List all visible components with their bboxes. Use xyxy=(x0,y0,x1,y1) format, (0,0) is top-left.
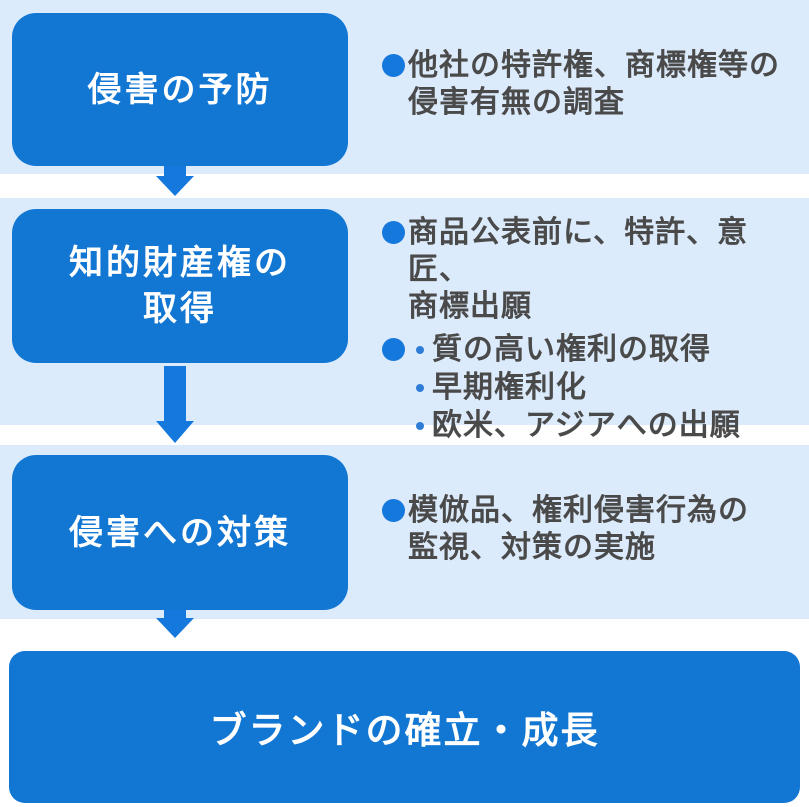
bullet-item-text: 質の高い権利の取得 早期権利化 欧米、アジアへの出願 xyxy=(408,331,741,445)
step-details-prevention: 他社の特許権、商標権等の 侵害有無の調査 xyxy=(382,47,802,121)
text-line: 欧米、アジアへの出願 xyxy=(432,409,741,442)
sub-item: 欧米、アジアへの出願 xyxy=(408,407,741,445)
step-box-prevention: 侵害の予防 xyxy=(12,13,348,166)
bullet-item: 質の高い権利の取得 早期権利化 欧米、アジアへの出願 xyxy=(382,331,802,445)
bullet-icon xyxy=(382,338,405,361)
step-title-line: 取得 xyxy=(143,290,217,328)
step-box-countermeasure: 侵害への対策 xyxy=(12,455,348,610)
text-line: 商品公表前に、特許、意匠、 xyxy=(408,216,749,286)
sub-item: 質の高い権利の取得 xyxy=(408,331,741,369)
bullet-item-text: 他社の特許権、商標権等の 侵害有無の調査 xyxy=(408,47,780,121)
down-arrow-icon xyxy=(156,366,194,443)
text-line: 商標出願 xyxy=(408,290,532,323)
bullet-item: 他社の特許権、商標権等の 侵害有無の調査 xyxy=(382,47,802,121)
dot-icon xyxy=(416,422,424,430)
bullet-item: 模倣品、権利侵害行為の 監視、対策の実施 xyxy=(382,492,802,566)
bullet-item-text: 模倣品、権利侵害行為の 監視、対策の実施 xyxy=(408,492,749,566)
down-arrow-icon xyxy=(156,166,194,196)
bullet-item: 商品公表前に、特許、意匠、 商標出願 xyxy=(382,214,802,325)
step-details-countermeasure: 模倣品、権利侵害行為の 監視、対策の実施 xyxy=(382,492,802,566)
text-line: 質の高い権利の取得 xyxy=(432,333,711,366)
sub-item: 早期権利化 xyxy=(408,369,741,407)
text-line: 模倣品、権利侵害行為の xyxy=(408,494,749,527)
text-line: 侵害有無の調査 xyxy=(408,86,625,119)
bullet-icon xyxy=(382,221,405,244)
text-line: 監視、対策の実施 xyxy=(408,531,656,564)
text-line: 早期権利化 xyxy=(432,371,587,404)
result-title: ブランドの確立・成長 xyxy=(209,710,600,751)
step-details-acquisition: 商品公表前に、特許、意匠、 商標出願 質の高い権利の取得 早期権利化 欧米、アジ… xyxy=(382,214,802,445)
step-title: 侵害の予防 xyxy=(87,70,273,109)
step-title: 知的財産権の 取得 xyxy=(69,240,291,332)
step-box-acquisition: 知的財産権の 取得 xyxy=(12,209,348,363)
bullet-icon xyxy=(382,499,405,522)
dot-icon xyxy=(416,346,424,354)
bullet-item-text: 商品公表前に、特許、意匠、 商標出願 xyxy=(408,214,802,325)
result-box: ブランドの確立・成長 xyxy=(9,651,800,803)
text-line: 他社の特許権、商標権等の xyxy=(408,49,780,82)
down-arrow-icon xyxy=(156,610,194,638)
bullet-icon xyxy=(382,54,405,77)
dot-icon xyxy=(416,384,424,392)
step-title-line: 知的財産権の xyxy=(69,244,291,282)
step-title: 侵害への対策 xyxy=(69,513,291,552)
